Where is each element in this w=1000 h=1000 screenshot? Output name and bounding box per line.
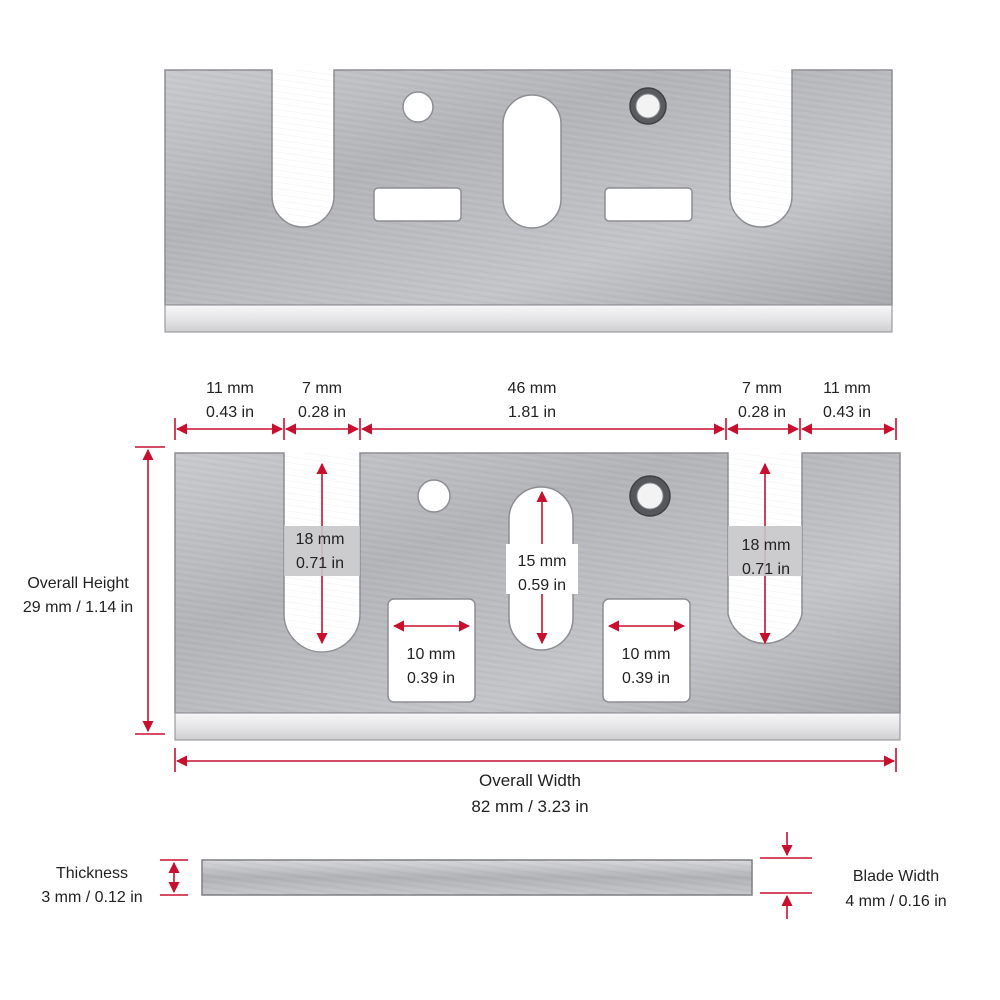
thickness-title: Thickness	[56, 865, 128, 882]
seg-5-mm: 11 mm	[823, 380, 871, 397]
slot-center-mm: 15 mm	[518, 553, 567, 570]
overall-height-value: 29 mm / 1.14 in	[23, 599, 133, 616]
blade-width-value: 4 mm / 0.16 in	[845, 893, 946, 910]
seg-2-in: 0.28 in	[298, 404, 346, 421]
slot-center-label-bg	[506, 544, 578, 594]
blade-top-edge	[164, 304, 893, 333]
seg-1-in: 0.43 in	[206, 404, 254, 421]
seg-1-mm: 11 mm	[206, 380, 254, 397]
rect-left-mm: 10 mm	[407, 646, 456, 663]
slot-left-mm: 18 mm	[296, 531, 345, 548]
seg-3-in: 1.81 in	[508, 404, 556, 421]
slot-right-label-bg	[728, 526, 802, 576]
overall-height-title: Overall Height	[27, 575, 129, 592]
blade-top-slot-center	[502, 94, 562, 229]
dimension-lines	[135, 418, 897, 919]
slot-right-mm: 18 mm	[742, 537, 791, 554]
rect-right-in: 0.39 in	[622, 670, 670, 687]
slot-center-in: 0.59 in	[518, 577, 566, 594]
blade-top-rect-right	[604, 187, 693, 222]
blade-top-rect-left	[373, 187, 462, 222]
dimension-labels: 11 mm 0.43 in 7 mm 0.28 in 46 mm 1.81 in…	[23, 380, 947, 910]
seg-2-mm: 7 mm	[302, 380, 342, 397]
slot-left-in: 0.71 in	[296, 555, 344, 572]
blade-main-view	[174, 452, 901, 741]
blade-top-hole-left	[402, 91, 434, 123]
blade-main-edge	[174, 712, 901, 741]
blade-side-texture	[202, 860, 752, 895]
blade-main-hole-left	[417, 479, 451, 513]
slot-left-label-bg	[284, 526, 360, 576]
thickness-value: 3 mm / 0.12 in	[41, 889, 142, 906]
seg-4-in: 0.28 in	[738, 404, 786, 421]
overall-width-title: Overall Width	[479, 771, 581, 790]
blade-main-hole-right-inner	[636, 482, 664, 510]
seg-3-mm: 46 mm	[508, 380, 557, 397]
blade-top-hole-right-inner	[635, 93, 661, 119]
slot-right-in: 0.71 in	[742, 561, 790, 578]
blade-side-profile	[201, 859, 753, 896]
seg-4-mm: 7 mm	[742, 380, 782, 397]
rect-right-mm: 10 mm	[622, 646, 671, 663]
blade-top-view	[164, 69, 893, 333]
seg-5-in: 0.43 in	[823, 404, 871, 421]
blade-width-title: Blade Width	[853, 868, 939, 885]
overall-width-value: 82 mm / 3.23 in	[471, 797, 588, 816]
rect-left-in: 0.39 in	[407, 670, 455, 687]
